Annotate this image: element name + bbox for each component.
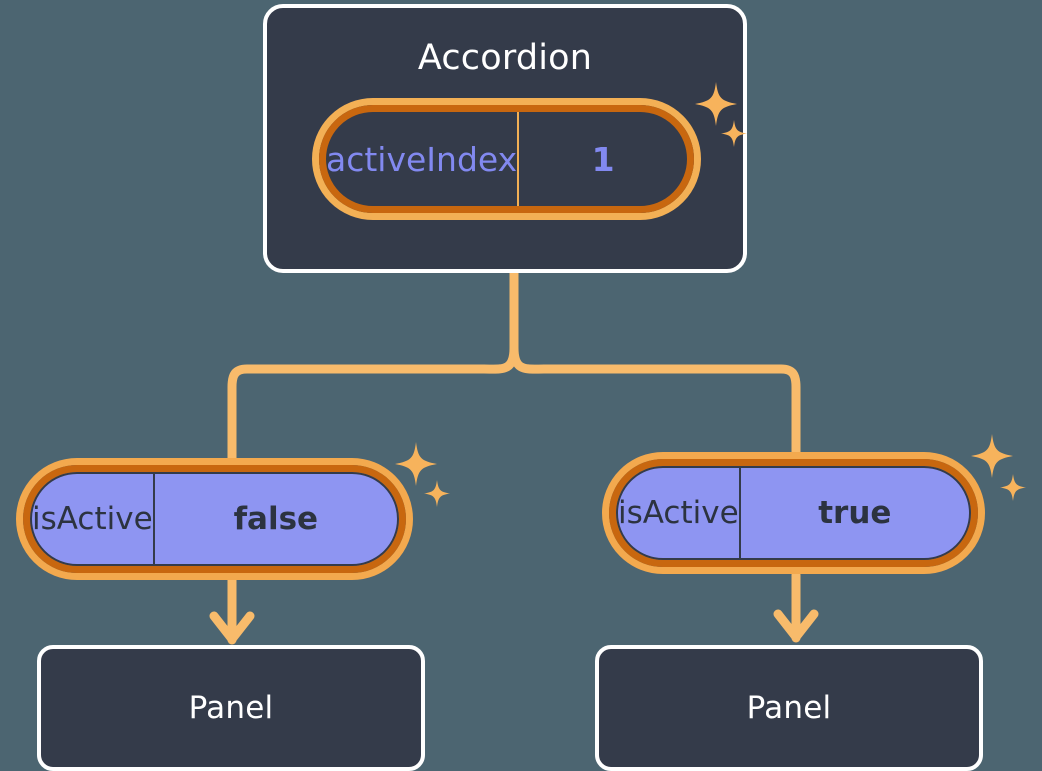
prop-pill-is-active-right[interactable]: isActive true xyxy=(602,452,985,574)
panel-card-left[interactable]: Panel xyxy=(37,645,425,771)
prop-pill-key-left: isActive xyxy=(32,474,155,564)
prop-pill-body-right: isActive true xyxy=(616,466,971,560)
arrow-head-left xyxy=(209,611,255,644)
sparkle-four-point-large-icon xyxy=(971,434,1013,478)
state-pill-body: activeIndex 1 xyxy=(326,112,687,206)
sparkle-four-point-large-icon xyxy=(395,442,437,486)
sparkle-four-point-small-icon xyxy=(1000,474,1026,501)
panel-title-right: Panel xyxy=(746,690,832,726)
prop-pill-is-active-left[interactable]: isActive false xyxy=(16,458,413,580)
panel-card-right[interactable]: Panel xyxy=(595,645,983,771)
prop-pill-value-left: false xyxy=(233,501,319,537)
state-pill-key: activeIndex xyxy=(326,112,520,206)
prop-pill-body-left: isActive false xyxy=(30,472,399,566)
prop-pill-value-right: true xyxy=(818,495,892,531)
panel-title-left: Panel xyxy=(188,690,274,726)
connector-fork-left xyxy=(227,343,519,471)
accordion-title: Accordion xyxy=(417,38,593,78)
connector-fork-right xyxy=(509,343,801,471)
arrow-head-right xyxy=(773,609,819,642)
state-pill-active-index[interactable]: activeIndex 1 xyxy=(312,98,701,220)
prop-pill-key-right: isActive xyxy=(618,468,741,558)
state-pill-value: 1 xyxy=(591,139,615,179)
sparkle-four-point-small-icon xyxy=(424,480,450,507)
